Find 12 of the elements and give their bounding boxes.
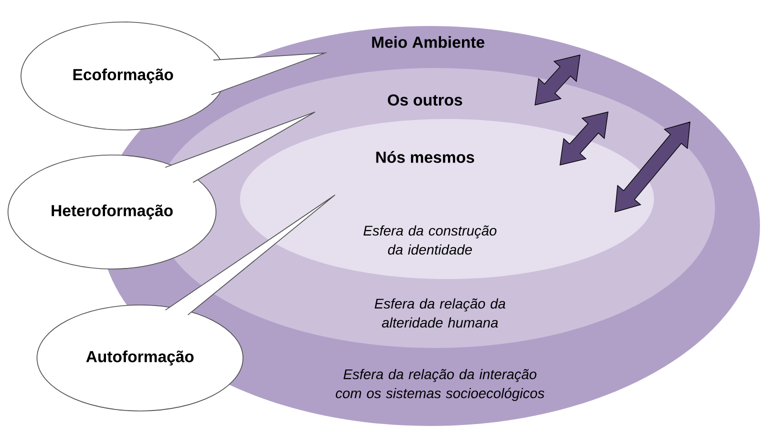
double-arrow (534, 54, 580, 106)
double-arrow (614, 122, 690, 212)
sphere-ellipse (240, 119, 654, 279)
sphere-caption: Esfera da construção da identidade (364, 225, 496, 255)
speech-bubble-tooltip: Heteroformação (8, 112, 316, 270)
sphere-title: Os outros (388, 94, 462, 106)
double-arrow (560, 112, 608, 166)
speech-bubble-tooltip: Ecoformação (20, 22, 328, 130)
sphere-caption: Esfera da relação da interação com os sistemas socioecológicos (336, 368, 544, 401)
sphere-title: Nós mesmos (376, 151, 474, 163)
sphere-caption: Esfera da relação da alteridade humana (374, 298, 506, 328)
sphere-title: Meio Ambiente (372, 36, 484, 48)
